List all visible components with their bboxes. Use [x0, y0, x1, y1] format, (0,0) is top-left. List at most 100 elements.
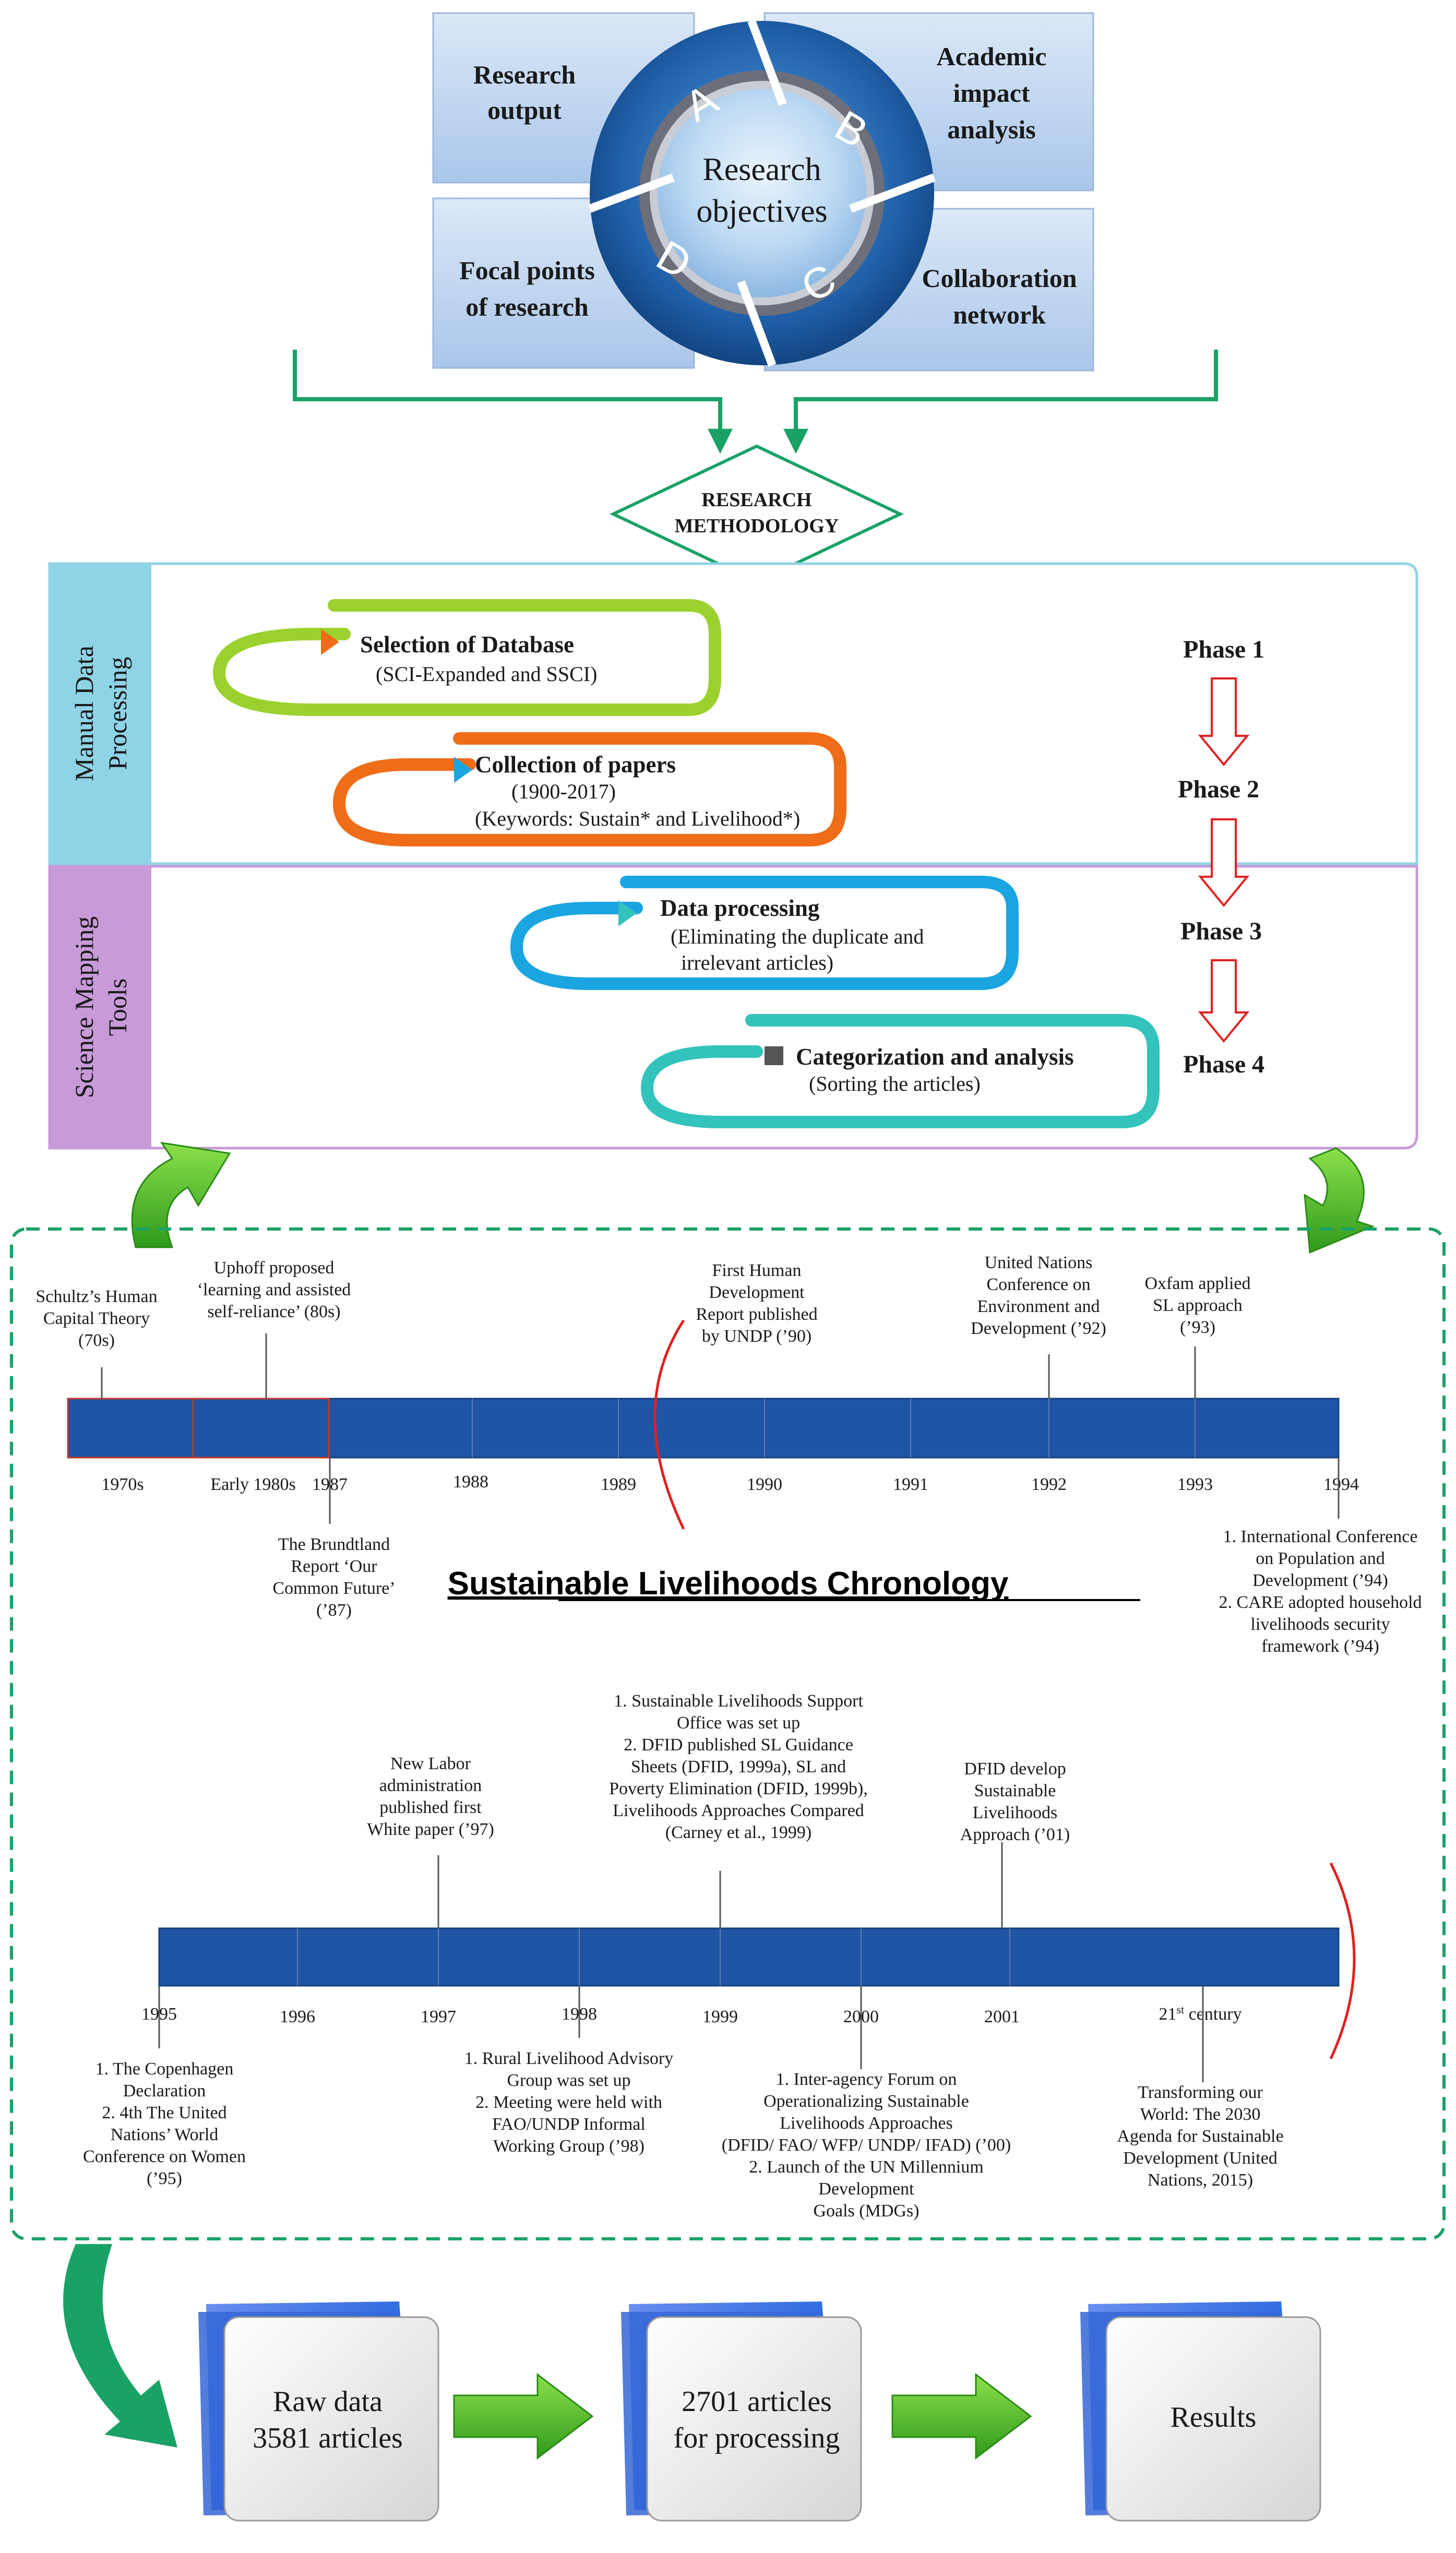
- objective-a-line2: output: [487, 96, 562, 125]
- event-1999-l2: Office was set up: [677, 1713, 800, 1733]
- step-categorization-and-analysis: Categorization and analysis (Sorting the…: [640, 1014, 1160, 1128]
- events-bottom-1: The Brundtland Report ‘Our Common Future…: [272, 1527, 1422, 1656]
- result-card-processing: 2701 articles for processing: [621, 2301, 862, 2522]
- cycle-arrow-right-icon: [1304, 1147, 1375, 1254]
- event-unced-l3: Environment and: [977, 1297, 1100, 1316]
- tick2-1999: 1999: [702, 2007, 738, 2026]
- event-1998-l3: 2. Meeting were held with: [475, 2093, 662, 2112]
- events-bottom-2: 1. The Copenhagen Declaration 2. 4th The…: [83, 2049, 1284, 2221]
- event-2015-l5: Nations, 2015): [1148, 2170, 1253, 2190]
- bracket-21st-century: [1329, 1862, 1356, 2060]
- step-collection-of-papers: Collection of papers (1900-2017) (Keywor…: [332, 732, 846, 846]
- phase-3-label: Phase 3: [1180, 917, 1262, 945]
- science-label-line1: Science Mapping: [69, 916, 99, 1099]
- tick1-1992: 1992: [1031, 1475, 1067, 1494]
- processing-line2: for processing: [674, 2422, 840, 2454]
- event-unced-l2: Conference on: [986, 1275, 1090, 1294]
- step1-title: Selection of Database: [360, 631, 574, 658]
- event-2001-l3: Livelihoods: [973, 1803, 1057, 1822]
- event-2015-l3: Agenda for Sustainable: [1117, 2127, 1283, 2146]
- ring-center-line2: objectives: [696, 194, 827, 229]
- event-2000-l6: Development: [818, 2179, 914, 2199]
- event-schultz-l3: (70s): [78, 1331, 115, 1350]
- event-1994-l5: livelihoods security: [1250, 1615, 1390, 1634]
- event-1998-l2: Group was set up: [507, 2071, 630, 2090]
- tick2-1996: 1996: [280, 2007, 315, 2026]
- event-brundtland-l3: Common Future’: [272, 1579, 395, 1598]
- tick1-1991: 1991: [893, 1475, 928, 1494]
- objective-d-line1: Focal points: [459, 256, 595, 285]
- curve-arrow-to-raw-data-icon: [63, 2244, 177, 2448]
- event-1995-l6: (’95): [147, 2169, 182, 2188]
- event-unced-l1: United Nations: [985, 1253, 1093, 1272]
- event-schultz-l1: Schultz’s Human: [35, 1287, 157, 1306]
- step2-arrow-icon: [454, 757, 472, 783]
- bracket-1990: [653, 1319, 685, 1530]
- event-1997-l1: New Labor: [390, 1754, 471, 1773]
- tick1-1970s: 1970s: [101, 1475, 144, 1494]
- event-2001-l2: Sustainable: [974, 1781, 1056, 1800]
- manual-label-line1: Manual Data: [69, 646, 99, 781]
- arrow-to-results-icon: [891, 2372, 1032, 2460]
- tick1-1994: 1994: [1323, 1475, 1359, 1494]
- step1-arrow-icon: [321, 629, 339, 655]
- event-unced-l4: Development (’92): [971, 1319, 1106, 1338]
- event-hdr-l4: by UNDP (’90): [702, 1327, 811, 1346]
- event-2015-l1: Transforming our: [1138, 2083, 1263, 2102]
- century-label: 21st century: [1159, 2003, 1242, 2024]
- cycle-arrow-left-icon: [131, 1141, 231, 1248]
- processing-line1: 2701 articles: [682, 2385, 832, 2418]
- methodology-line1: RESEARCH: [701, 489, 811, 511]
- event-1999-l5: Poverty Elimination (DFID, 1999b),: [609, 1779, 868, 1798]
- ring-center-line1: Research: [702, 152, 821, 187]
- event-schultz-l2: Capital Theory: [43, 1309, 150, 1328]
- chronology-title: Sustainable Livelihoods Chronology: [448, 1566, 1009, 1602]
- objectives-connector: [293, 350, 1218, 454]
- step2-title: Collection of papers: [475, 751, 676, 778]
- objective-b-line3: analysis: [947, 115, 1036, 144]
- science-mapping-tools-panel: Science Mapping Tools: [48, 865, 1418, 1150]
- science-label-line2: Tools: [103, 979, 132, 1036]
- phase-arrow-1-icon: [1198, 677, 1250, 767]
- event-hdr-l2: Development: [709, 1283, 805, 1302]
- phase-1-label: Phase 1: [1183, 636, 1264, 663]
- event-1999-l3: 2. DFID published SL Guidance: [624, 1735, 853, 1755]
- tick2-2001: 2001: [984, 2007, 1020, 2026]
- timeline-1: 1970s Early 1980s 1987 1988 1989 1990 19…: [67, 1319, 1359, 1530]
- event-2000-l7: Goals (MDGs): [813, 2201, 919, 2221]
- event-oxfam-l3: (’93): [1180, 1318, 1215, 1337]
- phase-list: Phase 1 Phase 2 Phase 3 Phase 4: [1178, 636, 1264, 1078]
- result-card-raw-data: Raw data 3581 articles: [198, 2301, 439, 2522]
- result-card-results: Results: [1080, 2301, 1321, 2522]
- objective-c-line2: network: [953, 300, 1046, 329]
- step3-sub2: irrelevant articles): [681, 951, 833, 974]
- tick1-1990: 1990: [747, 1475, 782, 1494]
- step4-square-icon: [765, 1046, 783, 1065]
- event-1995-l1: 1. The Copenhagen: [96, 2059, 234, 2079]
- event-1995-l2: Declaration: [123, 2081, 206, 2101]
- step1-sub1: (SCI-Expanded and SSCI): [376, 662, 597, 686]
- event-1994-l1: 1. International Conference: [1223, 1527, 1418, 1546]
- step2-sub1: (1900-2017): [511, 780, 616, 803]
- event-2000-l4: (DFID/ FAO/ WFP/ UNDP/ IFAD) (’00): [722, 2136, 1011, 2155]
- step4-sub1: (Sorting the articles): [809, 1072, 981, 1095]
- event-1995-l4: Nations’ World: [111, 2125, 219, 2144]
- event-2001-l4: Approach (’01): [960, 1825, 1070, 1844]
- objective-b-line1: Academic: [936, 42, 1046, 71]
- objective-a-line1: Research: [473, 60, 576, 89]
- event-hdr-l3: Report published: [696, 1305, 817, 1324]
- tick2-1997: 1997: [421, 2007, 456, 2026]
- event-1999-l7: (Carney et al., 1999): [665, 1823, 811, 1842]
- phase-arrow-2-icon: [1198, 818, 1250, 908]
- event-1995-l5: Conference on Women: [83, 2147, 246, 2166]
- research-methodology-diamond: RESEARCH METHODOLOGY: [609, 444, 904, 584]
- event-2000-l5: 2. Launch of the UN Millennium: [749, 2157, 983, 2177]
- event-1998-l4: FAO/UNDP Informal: [492, 2115, 646, 2134]
- tick1-1993: 1993: [1177, 1475, 1213, 1494]
- event-1995-l3: 2. 4th The United: [102, 2103, 226, 2122]
- event-1997-l2: administration: [379, 1776, 482, 1795]
- phase-2-label: Phase 2: [1178, 776, 1259, 803]
- event-1994-l6: framework (’94): [1261, 1637, 1379, 1656]
- objective-b-line2: impact: [953, 78, 1030, 108]
- event-1999-l1: 1. Sustainable Livelihoods Support: [614, 1691, 863, 1711]
